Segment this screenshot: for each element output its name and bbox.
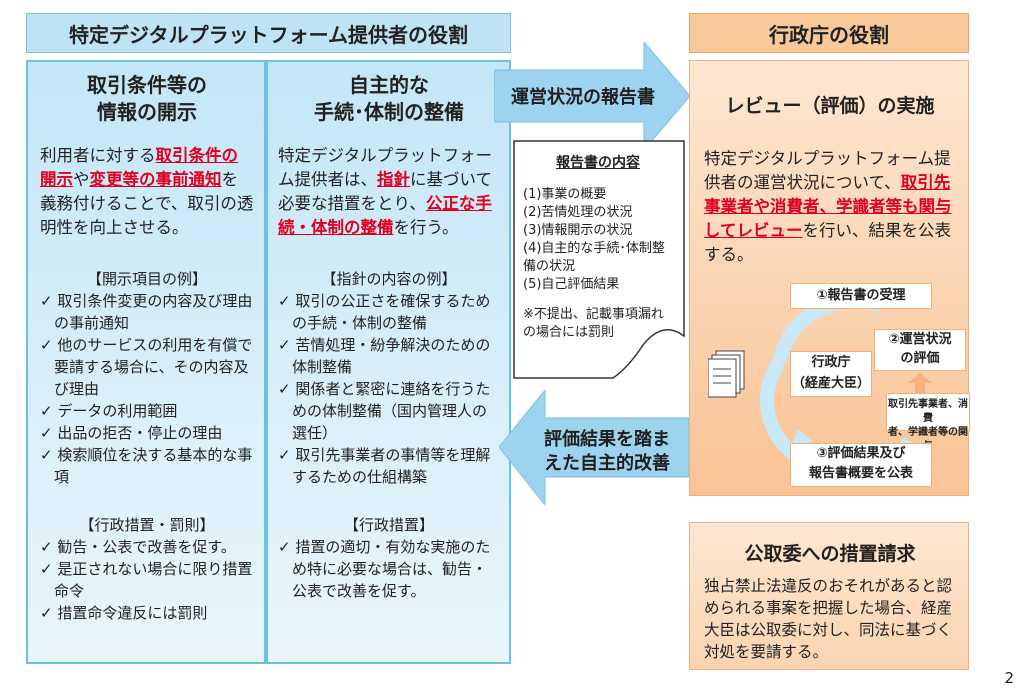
- improvement-arrow-label: 評価結果を踏ま えた自主的改善: [544, 429, 670, 474]
- procedures-panel: 自主的な 手続･体制の整備 特定デジタルプラットフォーム提供者は、指針に基づいて…: [266, 60, 511, 664]
- disclosure-admin-heading: 【行政措置・罰則】: [79, 516, 215, 534]
- disclosure-title-line2: 情報の開示: [97, 100, 197, 124]
- procedures-admin-list: 措置の適切・有効な実施のため特に必要な場合は、勧告・公表で改善を促す。: [278, 536, 500, 602]
- list-item: 他のサービスの利用を有償で要請する場合に、その内容及び理由: [40, 334, 254, 400]
- review-title: レビュー（評価）の実施: [725, 95, 935, 117]
- list-item: (4)自主的な手続･体制整備の状況: [523, 241, 665, 274]
- list-item: (2)苦情処理の状況: [523, 205, 633, 220]
- report-note: ※不提出、記載事項漏れの場合には罰則: [523, 307, 664, 340]
- improvement-arrow: 評価結果を踏ま えた自主的改善: [499, 390, 689, 505]
- administrative-agency: 行政庁 （経産大臣）: [790, 351, 872, 397]
- list-item: (5)自己評価結果: [523, 277, 620, 292]
- list-item: 措置命令違反には罰則: [40, 602, 254, 624]
- disclosure-body: 利用者に対する取引条件の開示や変更等の事前通知を義務付けることで、取引の透明性を…: [40, 146, 254, 237]
- step-receive-report: ①報告書の受理: [790, 283, 932, 309]
- step-evaluate: ②運営状況 の評価: [874, 329, 966, 371]
- list-item: 出品の拒否・停止の理由: [40, 422, 254, 444]
- document-stack-icon: [708, 350, 745, 398]
- disclosure-panel: 取引条件等の 情報の開示 利用者に対する取引条件の開示や変更等の事前通知を義務付…: [26, 60, 266, 664]
- list-item: 取引先事業者の事情等を理解するための仕組構築: [278, 444, 500, 488]
- report-items: (1)事業の概要 (2)苦情処理の状況 (3)情報開示の状況 (4)自主的な手続…: [523, 186, 673, 294]
- document-icon: [513, 140, 685, 379]
- list-item: 勧告・公表で改善を促す。: [40, 536, 254, 558]
- up-arrow-icon: [908, 373, 932, 393]
- right-arrow-icon: [494, 42, 690, 150]
- ftc-request-panel: 公取委への措置請求 独占禁止法違反のおそれがあると認められる事案を把握した場合、…: [689, 522, 969, 670]
- step-publish-results: ③評価結果及び 報告書概要を公表: [790, 443, 932, 487]
- disclosure-examples-list: 取引条件変更の内容及び理由の事前通知 他のサービスの利用を有償で要請する場合に、…: [40, 290, 254, 488]
- review-body: 特定デジタルプラットフォーム提供者の運営状況について、取引先事業者や消費者、学識…: [704, 149, 952, 264]
- report-arrow: 運営状況の報告書: [494, 42, 690, 150]
- list-item: データの利用範囲: [40, 400, 254, 422]
- ftc-body: 独占禁止法違反のおそれがあると認められる事案を把握した場合、経産大臣は公取委に対…: [704, 577, 953, 661]
- list-item: 取引条件変更の内容及び理由の事前通知: [40, 290, 254, 334]
- list-item: 苦情処理・紛争解決のための体制整備: [278, 334, 500, 378]
- disclosure-title-line1: 取引条件等の: [87, 73, 207, 97]
- right-section-header: 行政庁の役割: [689, 13, 969, 53]
- left-arrow-icon: [499, 390, 689, 505]
- left-section-header: 特定デジタルプラットフォーム提供者の役割: [26, 13, 511, 53]
- list-item: 検索順位を決する基本的な事項: [40, 444, 254, 488]
- procedures-examples-list: 取引の公正さを確保するための手続・体制の整備 苦情処理・紛争解決のための体制整備…: [278, 290, 500, 488]
- disclosure-admin-list: 勧告・公表で改善を促す。 是正されない場合に限り措置命令 措置命令違反には罰則: [40, 536, 254, 624]
- list-item: (1)事業の概要: [523, 187, 607, 202]
- procedures-body: 特定デジタルプラットフォーム提供者は、指針に基づいて必要な措置をとり、公正な手続…: [278, 146, 493, 237]
- list-item: 関係者と緊密に連絡を行うための体制整備（国内管理人の選任）: [278, 378, 500, 444]
- procedures-title-line2: 手続･体制の整備: [314, 100, 464, 124]
- list-item: 措置の適切・有効な実施のため特に必要な場合は、勧告・公表で改善を促す。: [278, 536, 500, 602]
- procedures-admin-heading: 【行政措置】: [343, 516, 434, 534]
- report-arrow-label: 運営状況の報告書: [511, 87, 655, 108]
- stakeholder-involvement: 取引先事業者、消費 者、学識者等の関与: [886, 393, 970, 452]
- ftc-title: 公取委への措置請求: [744, 543, 916, 565]
- procedures-examples-heading: 【指針の内容の例】: [321, 270, 457, 288]
- list-item: (3)情報開示の状況: [523, 223, 633, 238]
- disclosure-examples-heading: 【開示項目の例】: [86, 270, 207, 288]
- report-title: 報告書の内容: [556, 155, 640, 171]
- list-item: 是正されない場合に限り措置命令: [40, 558, 254, 602]
- report-document: 報告書の内容 (1)事業の概要 (2)苦情処理の状況 (3)情報開示の状況 (4…: [513, 140, 685, 380]
- page-number: 2: [1004, 669, 1014, 687]
- list-item: 取引の公正さを確保するための手続・体制の整備: [278, 290, 500, 334]
- procedures-title-line1: 自主的な: [349, 73, 429, 97]
- review-panel: レビュー（評価）の実施 特定デジタルプラットフォーム提供者の運営状況について、取…: [689, 60, 970, 496]
